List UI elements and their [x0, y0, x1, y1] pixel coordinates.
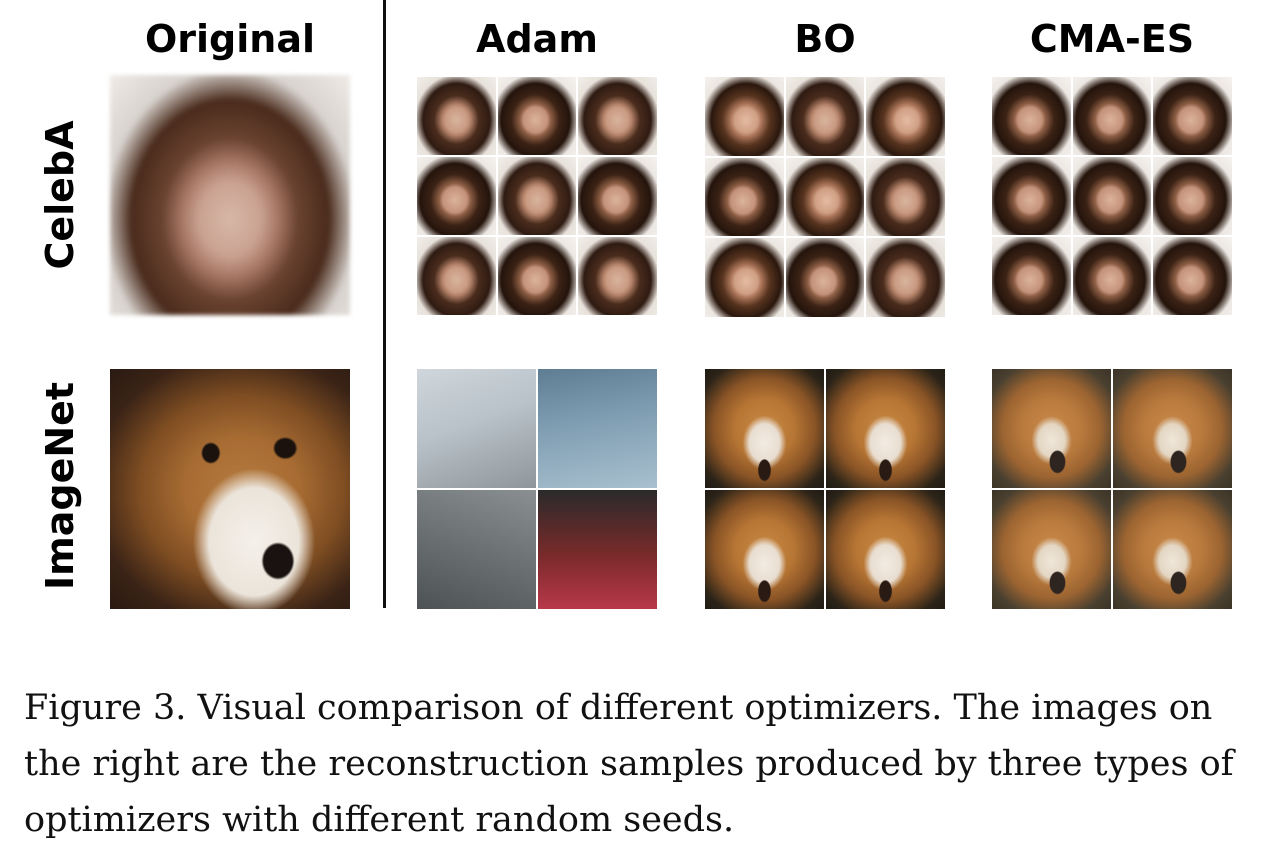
celeba-cmaes-sample [1153, 77, 1232, 155]
imagenet-adam-grid [417, 369, 657, 609]
header-cmaes: CMA-ES [1029, 17, 1195, 61]
celeba-adam-sample [417, 237, 496, 315]
celeba-bo-sample [866, 157, 945, 237]
celeba-bo-sample [785, 238, 865, 317]
header-original: Original [144, 17, 316, 61]
header-adam: Adam [476, 17, 598, 61]
celeba-cmaes-sample [1072, 157, 1152, 235]
vertical-divider [383, 0, 386, 608]
imagenet-cmaes-grid [992, 369, 1232, 609]
celeba-bo-sample [866, 238, 945, 317]
celeba-bo-sample [705, 77, 784, 156]
celeba-adam-sample [497, 157, 577, 235]
celeba-cmaes-sample [1072, 77, 1152, 155]
imagenet-cmaes-sample [1113, 369, 1232, 488]
imagenet-adam-sample [538, 490, 657, 609]
celeba-cmaes-sample [1072, 237, 1152, 315]
celeba-cmaes-sample [1153, 237, 1232, 315]
celeba-adam-sample [417, 157, 496, 235]
figure-caption: Figure 3. Visual comparison of different… [24, 688, 1234, 840]
imagenet-original-image [110, 369, 350, 609]
celeba-adam-sample [417, 77, 496, 155]
celeba-cmaes-grid [992, 77, 1232, 315]
row-label-celeba: CelebA [38, 120, 82, 270]
celeba-original-image [110, 75, 350, 315]
celeba-adam-grid [417, 77, 657, 315]
celeba-cmaes-sample [992, 237, 1071, 315]
celeba-bo-sample [866, 77, 945, 156]
imagenet-adam-sample [417, 490, 536, 609]
celeba-cmaes-sample [1153, 157, 1232, 235]
imagenet-adam-sample [417, 369, 536, 488]
celeba-bo-sample [705, 238, 784, 317]
imagenet-adam-sample [538, 369, 657, 488]
imagenet-bo-grid [705, 369, 945, 609]
celeba-cmaes-sample [992, 77, 1071, 155]
celeba-bo-sample [785, 157, 865, 237]
celeba-adam-sample [578, 77, 657, 155]
celeba-adam-sample [578, 157, 657, 235]
imagenet-bo-sample [826, 369, 945, 488]
imagenet-cmaes-sample [992, 490, 1111, 609]
celeba-bo-sample [705, 157, 784, 237]
celeba-bo-grid [705, 77, 945, 317]
header-bo: BO [794, 17, 856, 61]
imagenet-bo-sample [705, 369, 824, 488]
imagenet-cmaes-sample [1113, 490, 1232, 609]
imagenet-bo-sample [826, 490, 945, 609]
celeba-adam-sample [497, 237, 577, 315]
celeba-adam-sample [497, 77, 577, 155]
celeba-cmaes-sample [992, 157, 1071, 235]
celeba-adam-sample [578, 237, 657, 315]
imagenet-cmaes-sample [992, 369, 1111, 488]
celeba-bo-sample [785, 77, 865, 156]
row-label-imagenet: ImageNet [38, 381, 82, 590]
imagenet-bo-sample [705, 490, 824, 609]
